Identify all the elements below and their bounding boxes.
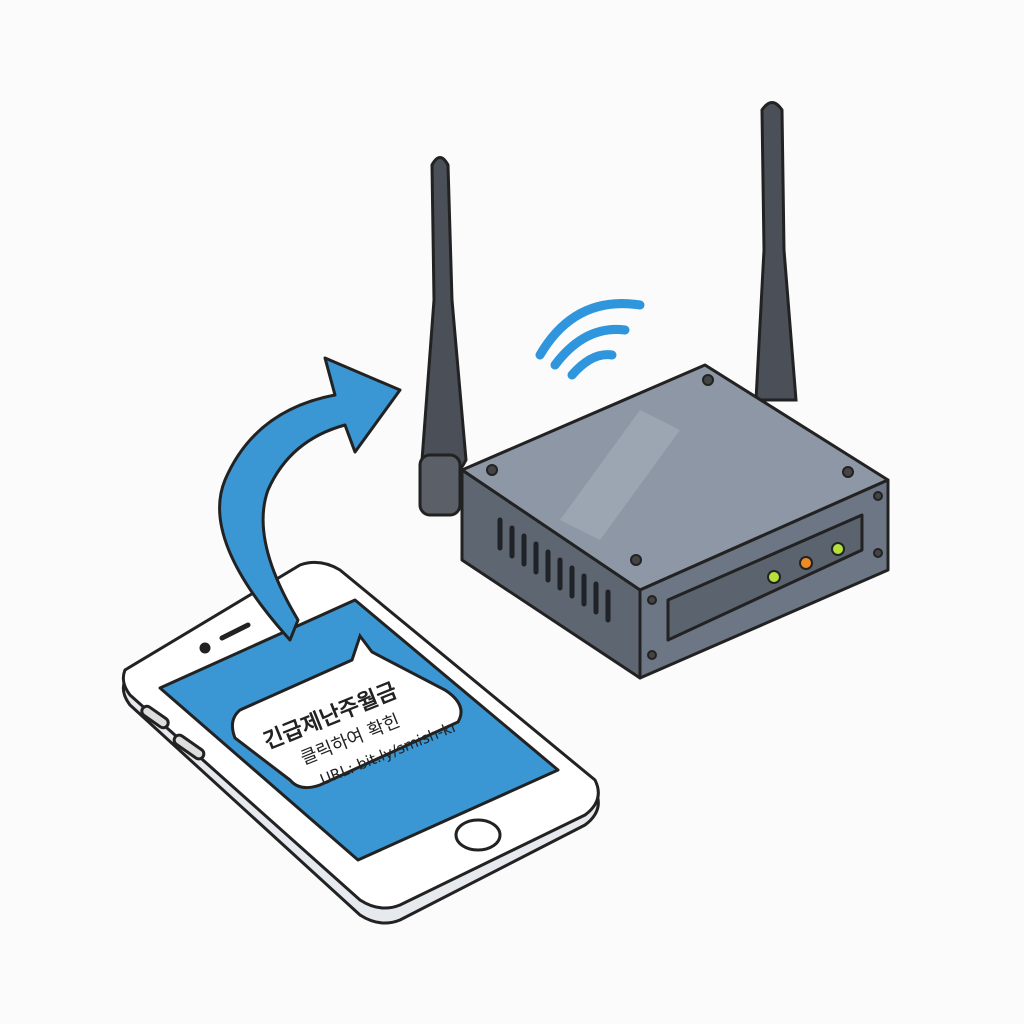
antenna-left xyxy=(418,156,468,517)
antenna-right xyxy=(754,101,798,402)
status-led-3 xyxy=(831,542,845,556)
wifi-signal-icon xyxy=(535,299,645,380)
curved-arrow-icon xyxy=(218,356,402,642)
status-led-1 xyxy=(767,570,781,584)
home-button[interactable] xyxy=(454,818,502,852)
router-front-panel xyxy=(666,513,864,642)
status-led-2 xyxy=(799,556,813,570)
vent-slots xyxy=(497,517,611,623)
router xyxy=(460,363,890,680)
